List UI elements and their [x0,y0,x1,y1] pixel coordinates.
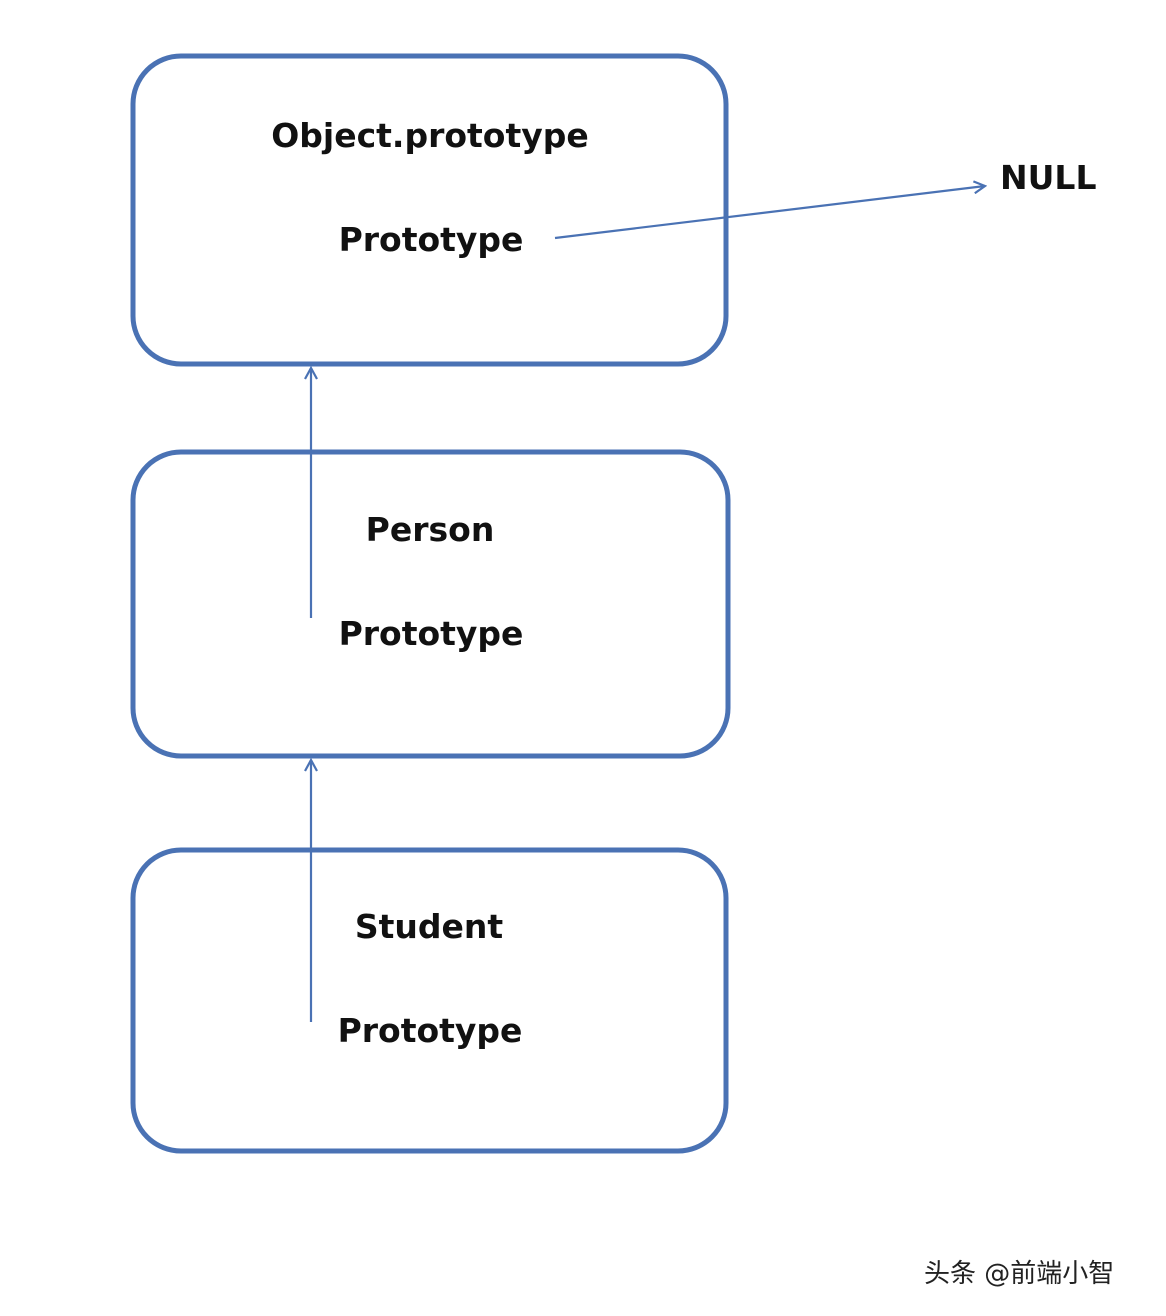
student-box-outline [130,847,729,1154]
person-box: Person Prototype [130,449,731,759]
student-box: Student Prototype [130,847,729,1154]
student-field: Prototype [338,1011,523,1050]
person-field: Prototype [339,614,524,653]
watermark: 头条 @前端小智 [924,1259,1115,1289]
person-box-outline [130,449,731,759]
object-prototype-box: Object.prototype Prototype [130,53,729,367]
student-title: Student [355,907,504,946]
object-prototype-title: Object.prototype [271,116,589,155]
person-title: Person [366,510,495,549]
arrow-object-prototype-to-null [554,186,985,240]
object-prototype-field: Prototype [339,220,524,259]
null-label: NULL [1000,158,1096,197]
object-prototype-box-outline [130,53,729,367]
